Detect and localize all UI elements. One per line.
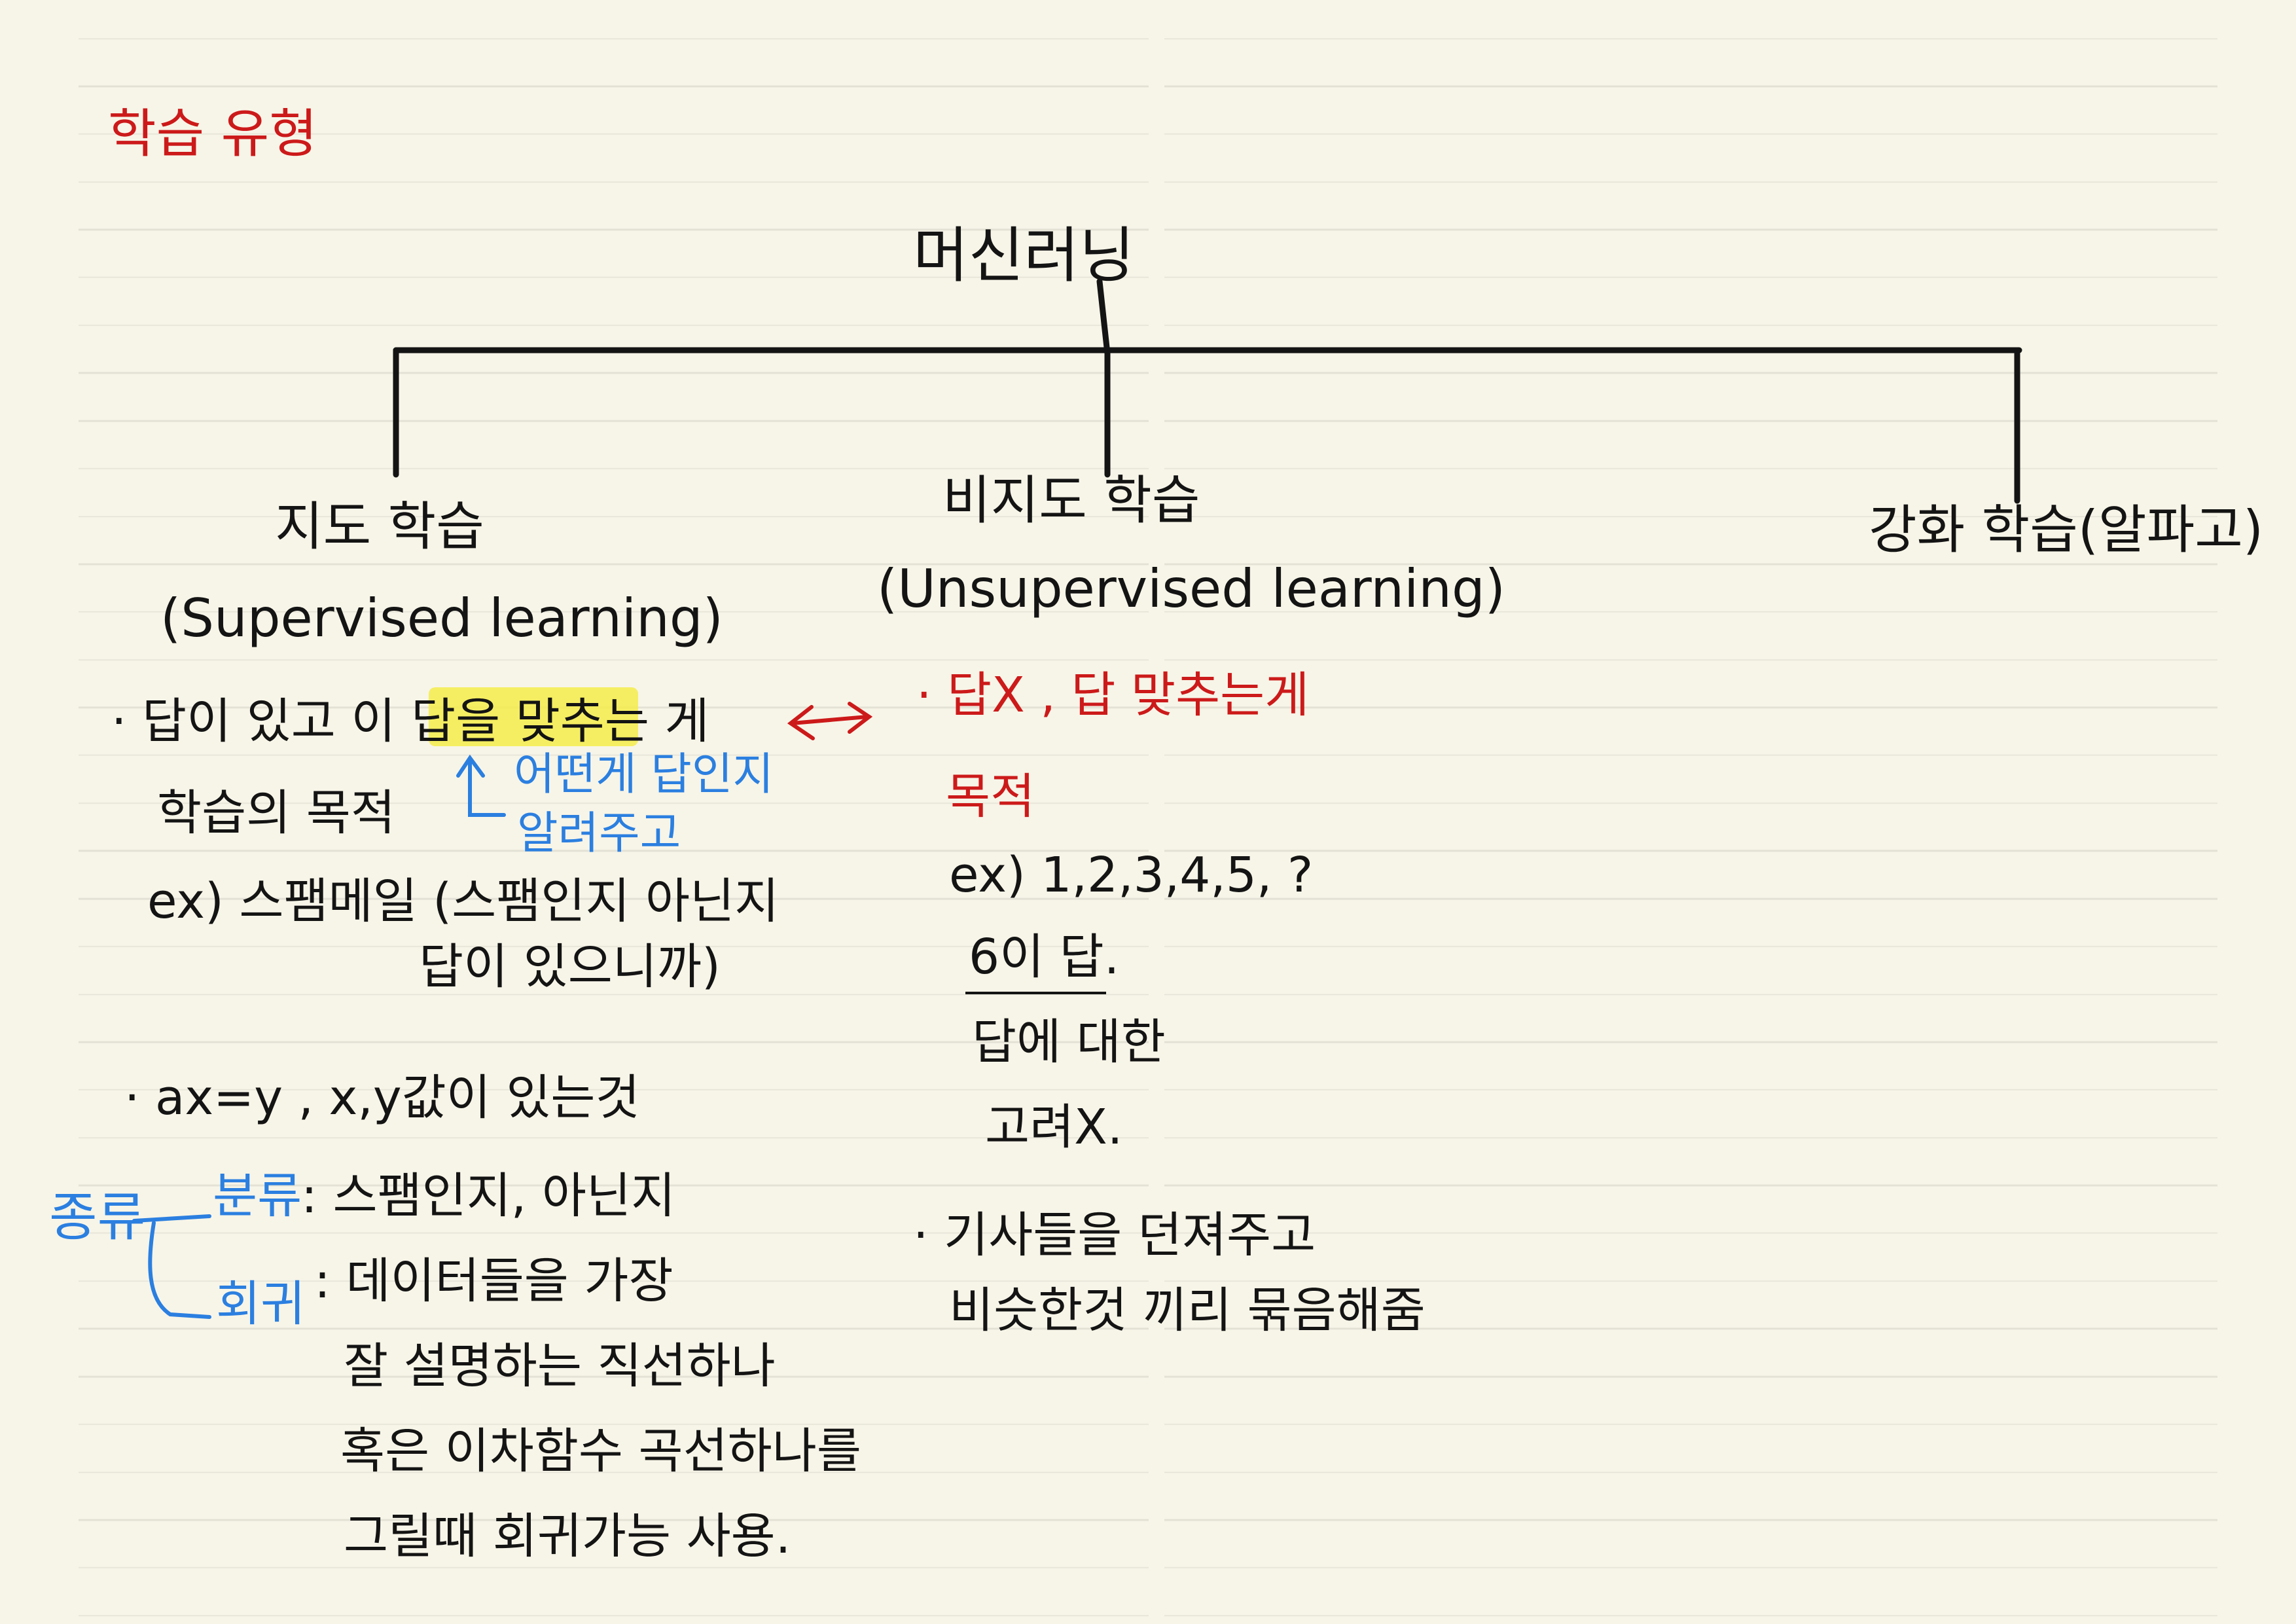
- supervised-heading-en: (Supervised learning): [160, 588, 723, 649]
- supervised-example-line2: 답이 있으니까): [419, 939, 721, 995]
- root-stem-line: [1096, 278, 1111, 357]
- regression-line3: 혹은 이차함수 곡선하나를: [340, 1423, 861, 1479]
- unsupervised-note2-line1: · 기사들을 던져주고: [913, 1207, 1316, 1263]
- page-title: 학습 유형: [108, 103, 317, 164]
- unsupervised-heading-en: (Unsupervised learning): [877, 558, 1505, 619]
- regression-line1: : 데이터들을 가장: [314, 1253, 673, 1309]
- page-edge-left: [0, 0, 79, 1624]
- supervised-heading-ko: 지도 학습: [275, 496, 484, 557]
- root-node: 머신러닝: [913, 221, 1135, 291]
- unsupervised-line4: 고려X.: [985, 1099, 1123, 1155]
- page-edge-right: [2217, 0, 2296, 1624]
- reinforcement-heading: 강화 학습(알파고): [1869, 499, 2264, 560]
- supervised-aside-line2: 알려주고: [517, 808, 681, 859]
- supervised-note2: · ax=y , x,y값이 있는것: [124, 1070, 640, 1126]
- regression-line2: 잘 설명하는 직선하나: [344, 1338, 776, 1394]
- classification-desc: : 스팸인지, 아닌지: [301, 1168, 676, 1224]
- kinds-label: 종류: [49, 1187, 146, 1248]
- unsupervised-heading-ko: 비지도 학습: [942, 470, 1200, 531]
- unsupervised-seq: ex) 1,2,3,4,5, ?: [949, 847, 1314, 903]
- unsupervised-note1-line2: 목적: [946, 768, 1035, 825]
- supervised-example-line1: ex) 스팸메일 (스팸인지 아닌지: [147, 873, 780, 929]
- regression-line4: 그릴때 회귀가능 사용.: [344, 1508, 791, 1564]
- double-arrow-icon: [787, 702, 873, 740]
- unsupervised-answer: 6이 답.: [969, 929, 1120, 985]
- unsupervised-note1-line1: · 답X , 답 맞추는게: [916, 667, 1310, 723]
- regression-label: 회귀: [216, 1276, 306, 1332]
- answer-underline: [965, 992, 1106, 994]
- supervised-note1-line2: 학습의 목적: [157, 785, 395, 841]
- page-gutter: [1149, 0, 1164, 1624]
- highlight-mark: [429, 687, 638, 746]
- unsupervised-note2-line2: 비슷한것 끼리 묶음해줌: [949, 1282, 1426, 1339]
- hook-arrow-icon: [456, 754, 506, 817]
- supervised-note1-line1: · 답이 있고 이 답을 맞추는 게: [111, 693, 709, 749]
- supervised-aside-line1: 어떤게 답인지: [514, 749, 774, 801]
- unsupervised-line3: 답에 대한: [972, 1014, 1166, 1070]
- kinds-bracket: [132, 1214, 211, 1319]
- classification-label: 분류: [213, 1168, 302, 1224]
